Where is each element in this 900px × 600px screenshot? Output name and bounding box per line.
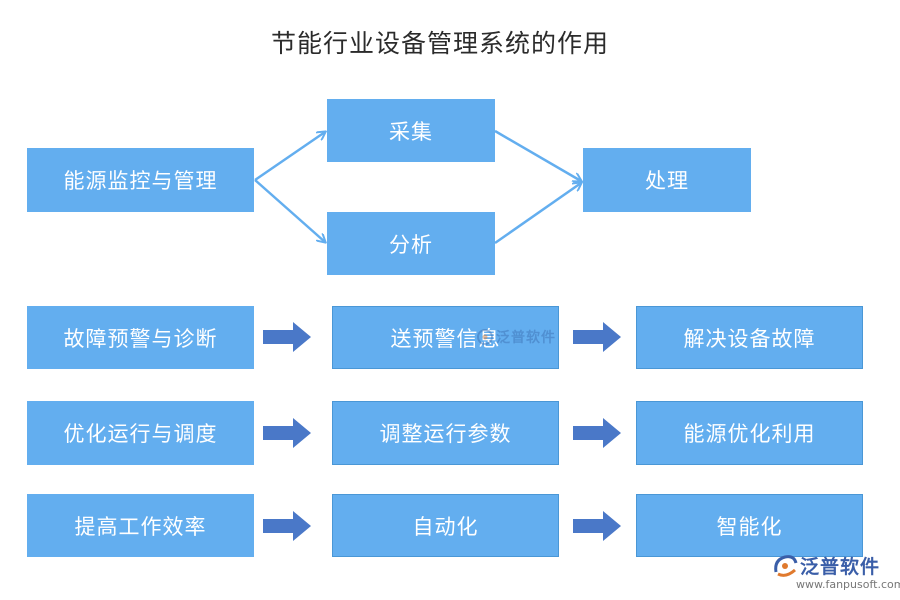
row1-arrow-1: [263, 322, 311, 352]
node-analyze-label: 分析: [389, 232, 433, 257]
arrow-source-to-upper: [254, 132, 325, 182]
row3-middle-box: 自动化: [332, 494, 559, 557]
row3-start-box: 提高工作效率: [27, 494, 254, 557]
row3-start-label: 提高工作效率: [74, 514, 207, 539]
row2-middle-box: 调整运行参数: [332, 401, 559, 465]
brand-logo-icon: [774, 555, 798, 577]
row3-arrow-2: [573, 511, 621, 541]
center-watermark: 泛普软件: [476, 324, 566, 350]
row1-end-label: 解决设备故障: [683, 326, 816, 351]
node-energy-monitoring-label: 能源监控与管理: [63, 169, 218, 193]
row2-end-box: 能源优化利用: [636, 401, 863, 465]
row2-arrow-2: [573, 418, 621, 448]
node-analyze: 分析: [327, 212, 495, 275]
row3-end-label: 智能化: [716, 514, 783, 539]
watermark-text: 泛普软件: [496, 330, 556, 346]
row2-arrow-1: [263, 418, 311, 448]
row3-middle-label: 自动化: [412, 514, 479, 539]
brand-logo-url: www.fanpusoft.com: [796, 578, 900, 591]
node-process: 处理: [583, 148, 751, 212]
row1-arrow-2: [573, 322, 621, 352]
node-collect: 采集: [327, 99, 495, 162]
row2-end-label: 能源优化利用: [683, 422, 816, 446]
row2-middle-label: 调整运行参数: [379, 422, 512, 446]
row1-middle-box: 送预警信息: [332, 306, 559, 369]
row3-arrow-1: [263, 511, 311, 541]
row1-middle-label: 送预警信息: [390, 326, 501, 351]
row2-start-label: 优化运行与调度: [63, 422, 218, 446]
row2-start-box: 优化运行与调度: [27, 401, 254, 465]
brand-logo: 泛普软件 www.fanpusoft.com: [770, 552, 900, 596]
arrow-lower-to-target: [494, 183, 581, 245]
node-collect-label: 采集: [389, 119, 433, 144]
watermark-logo-icon: [477, 329, 493, 345]
row1-start-label: 故障预警与诊断: [63, 326, 218, 351]
arrow-upper-to-target: [494, 129, 581, 181]
node-process-label: 处理: [645, 169, 689, 193]
row3-end-box: 智能化: [636, 494, 863, 557]
diagram-title: 节能行业设备管理系统的作用: [270, 29, 609, 58]
arrow-source-to-lower: [254, 179, 325, 242]
row1-end-box: 解决设备故障: [636, 306, 863, 369]
node-energy-monitoring: 能源监控与管理: [27, 148, 254, 212]
brand-logo-name: 泛普软件: [800, 556, 881, 578]
row1-start-box: 故障预警与诊断: [27, 306, 254, 369]
